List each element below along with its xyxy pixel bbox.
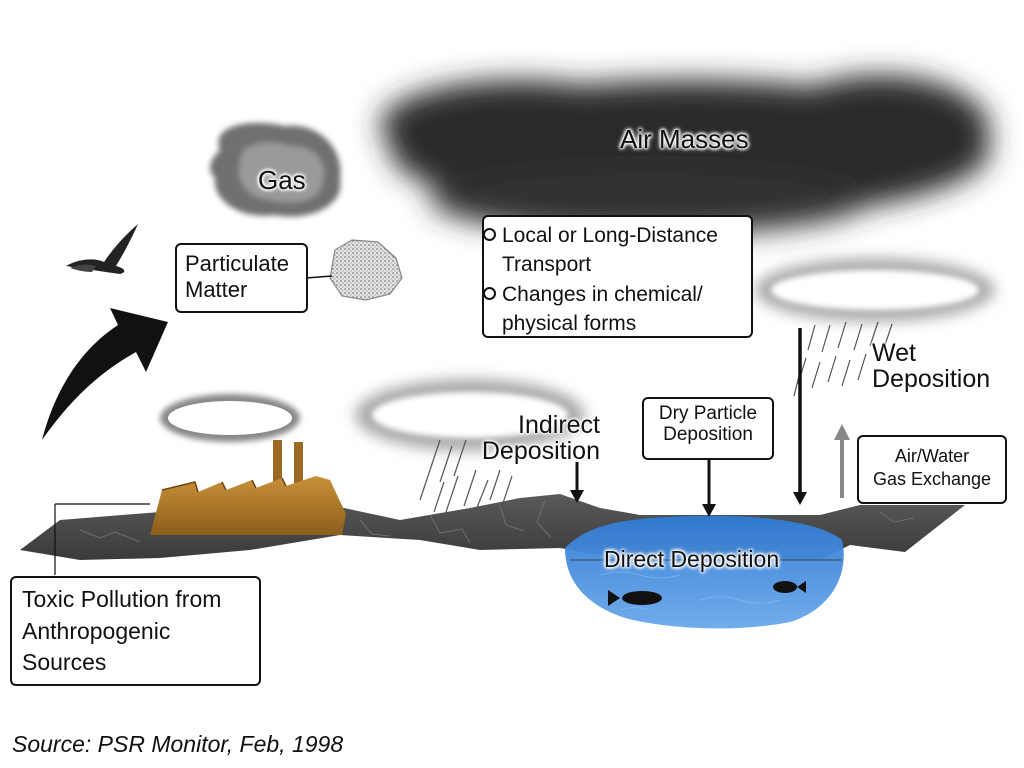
dry-particle-line: Dry Particle [658,403,758,424]
rain-cloud-right [755,258,995,322]
source-caption: Source: PSR Monitor, Feb, 1998 [12,731,344,757]
factory-smoke-cloud [160,394,300,442]
air-water-line: Gas Exchange [872,469,992,490]
transport-box: Local or Long-Distance Transport Changes… [482,215,753,338]
air-masses-cloud [380,75,990,235]
indirect-deposition-arrow [570,462,584,503]
changes-line: Changes in chemical/ [502,282,703,306]
fish-icon [608,590,662,606]
particulate-matter-icon [329,239,403,301]
ground-cracks [79,499,915,544]
particulate-matter-line: Matter [185,276,248,302]
rain-streaks-middle [419,439,513,513]
gas-cloud [210,122,341,217]
wet-deposition-arrow [793,328,807,505]
particulate-connector [305,275,333,279]
dry-particle-deposition-box: Dry Particle Deposition [642,397,774,460]
dry-deposition-arrow [702,460,716,517]
indirect-deposition-label: Indirect Deposition [465,412,600,465]
emission-arrow-icon [42,308,168,440]
indirect-deposition-line: Deposition [481,437,600,466]
wet-deposition-line: Wet [872,339,916,367]
fish-icon [773,581,806,593]
dry-particle-line: Deposition [663,423,753,445]
indirect-deposition-line: Indirect [518,411,600,439]
transport-line: Transport [502,253,592,277]
rain-cloud-middle [355,379,585,451]
gas-label: Gas [258,165,306,195]
gas-exchange-arrow [834,424,850,498]
direct-deposition-label: Direct Deposition [604,546,780,572]
particulate-matter-box: Particulate Matter [175,243,308,313]
toxic-pollution-line: Anthropogenic [22,617,171,644]
changes-line: physical forms [502,312,637,336]
transport-line: Local or Long-Distance [502,224,718,247]
air-masses-label: Air Masses [620,124,749,154]
air-water-exchange-box: Air/Water Gas Exchange [857,435,1007,504]
toxic-pollution-line: Toxic Pollution from [22,586,222,612]
particulate-matter-line: Particulate [185,251,289,276]
toxic-pollution-line: Sources [22,649,107,676]
air-water-line: Air/Water [894,446,970,466]
eagle-icon [66,224,138,274]
wet-deposition-line: Deposition [872,365,991,394]
toxic-pollution-box: Toxic Pollution from Anthropogenic Sourc… [10,576,261,686]
rain-streaks-right [793,321,893,397]
factory-icon [150,440,346,535]
changes-item: Changes in chemical/ physical forms [483,280,743,339]
transport-item: Local or Long-Distance Transport [483,221,743,280]
wet-deposition-label: Wet Deposition [872,340,990,393]
